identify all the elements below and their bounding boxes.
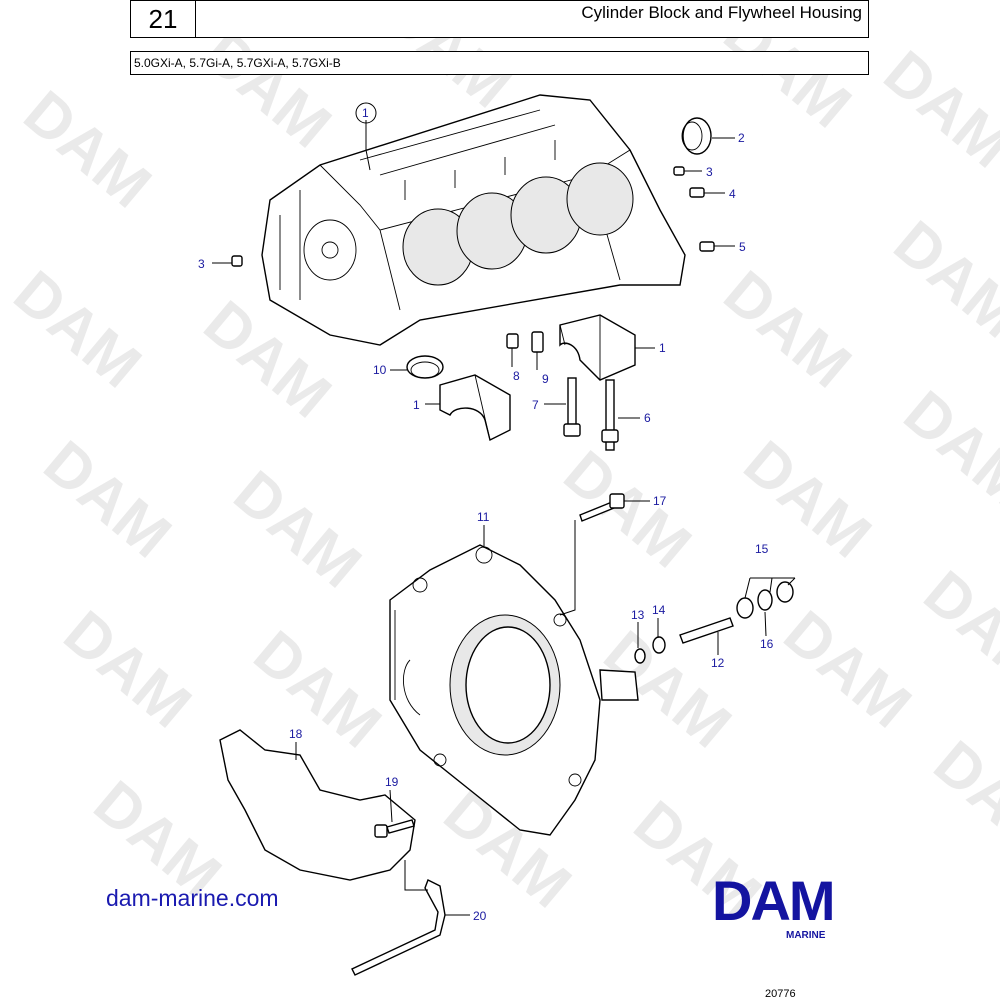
nut-15a bbox=[736, 597, 754, 619]
callout-label: 6 bbox=[644, 411, 651, 425]
callout-label: 10 bbox=[373, 363, 387, 377]
bearing-ring-10 bbox=[406, 355, 444, 379]
watermark: DAM bbox=[191, 18, 344, 162]
watermark: DAM bbox=[241, 618, 394, 762]
callout-label: 18 bbox=[289, 727, 303, 741]
watermark: DAM bbox=[921, 728, 1000, 872]
watermark: DAM bbox=[891, 378, 1000, 522]
watermark: DAM bbox=[51, 598, 204, 742]
callout-label: 15 bbox=[755, 542, 769, 556]
core-plug-2 bbox=[681, 117, 712, 155]
watermark: DAM bbox=[11, 78, 164, 222]
callout-label: 12 bbox=[711, 656, 725, 670]
plug-5 bbox=[699, 241, 715, 252]
main-bearing-bolt-7 bbox=[563, 377, 581, 437]
page-title: Cylinder Block and Flywheel Housing bbox=[195, 0, 869, 38]
callout-label: 3 bbox=[706, 165, 713, 179]
callout-label: 20 bbox=[473, 909, 487, 923]
nut-15b bbox=[776, 581, 794, 603]
plug-3-right bbox=[673, 166, 685, 176]
washer-16 bbox=[757, 589, 773, 611]
callout-label: 5 bbox=[739, 240, 746, 254]
watermark: DAM bbox=[1, 258, 154, 402]
plug-4 bbox=[689, 187, 705, 198]
callout-label: 17 bbox=[653, 494, 667, 508]
fitting-9 bbox=[531, 331, 544, 353]
callout-label: 3 bbox=[198, 257, 205, 271]
cover-plate-18 bbox=[219, 729, 416, 881]
brand-logo: DAM bbox=[712, 869, 836, 932]
main-bearing-cap-right bbox=[559, 314, 636, 381]
cylinder-block bbox=[261, 94, 686, 346]
watermark: DAM bbox=[871, 38, 1000, 182]
watermark: DAM bbox=[551, 438, 704, 582]
main-bearing-cap-left bbox=[439, 374, 511, 442]
plug-3-left bbox=[231, 255, 243, 267]
bolt-17 bbox=[579, 493, 625, 522]
bolt-19 bbox=[374, 819, 415, 838]
section-number: 21 bbox=[130, 0, 196, 38]
watermark: DAM bbox=[771, 598, 924, 742]
callout-label: 1 bbox=[659, 341, 666, 355]
callout-label: 16 bbox=[760, 637, 774, 651]
fitting-8 bbox=[506, 333, 519, 349]
leader-lines bbox=[212, 120, 796, 916]
website-link[interactable]: dam-marine.com bbox=[106, 885, 279, 911]
washer-13 bbox=[634, 648, 646, 664]
callouts: 1 2 3 4 5 3 1 10 8 9 1 7 6 17 11 15 13 1… bbox=[198, 106, 774, 923]
callout-label: 11 bbox=[477, 510, 490, 524]
callout-label: 1 bbox=[413, 398, 420, 412]
callout-label: 1 bbox=[362, 106, 369, 120]
watermark: DAM bbox=[711, 258, 864, 402]
callout-label: 14 bbox=[652, 603, 666, 617]
watermark: DAM bbox=[731, 428, 884, 572]
callout-circle bbox=[355, 102, 377, 124]
callout-label: 2 bbox=[738, 131, 745, 145]
stud-6 bbox=[601, 379, 619, 451]
dipstick-tube-20 bbox=[351, 879, 446, 976]
watermark: DAM bbox=[881, 208, 1000, 352]
stud-12 bbox=[679, 617, 734, 644]
model-list: 5.0GXi-A, 5.7Gi-A, 5.7GXi-A, 5.7GXi-B bbox=[130, 51, 869, 75]
callout-label: 8 bbox=[513, 369, 520, 383]
callout-label: 7 bbox=[532, 398, 539, 412]
brand-logo-subtitle: MARINE bbox=[786, 930, 826, 941]
callout-label: 19 bbox=[385, 775, 399, 789]
watermark: DAM bbox=[911, 558, 1000, 702]
flywheel-housing bbox=[389, 544, 639, 836]
watermark: DAM bbox=[31, 428, 184, 572]
washer-14 bbox=[652, 636, 666, 654]
watermark: DAM bbox=[221, 458, 374, 602]
drawing-reference: 20776 bbox=[765, 988, 796, 1000]
callout-label: 9 bbox=[542, 372, 549, 386]
callout-label: 13 bbox=[631, 608, 645, 622]
callout-label: 4 bbox=[729, 187, 736, 201]
